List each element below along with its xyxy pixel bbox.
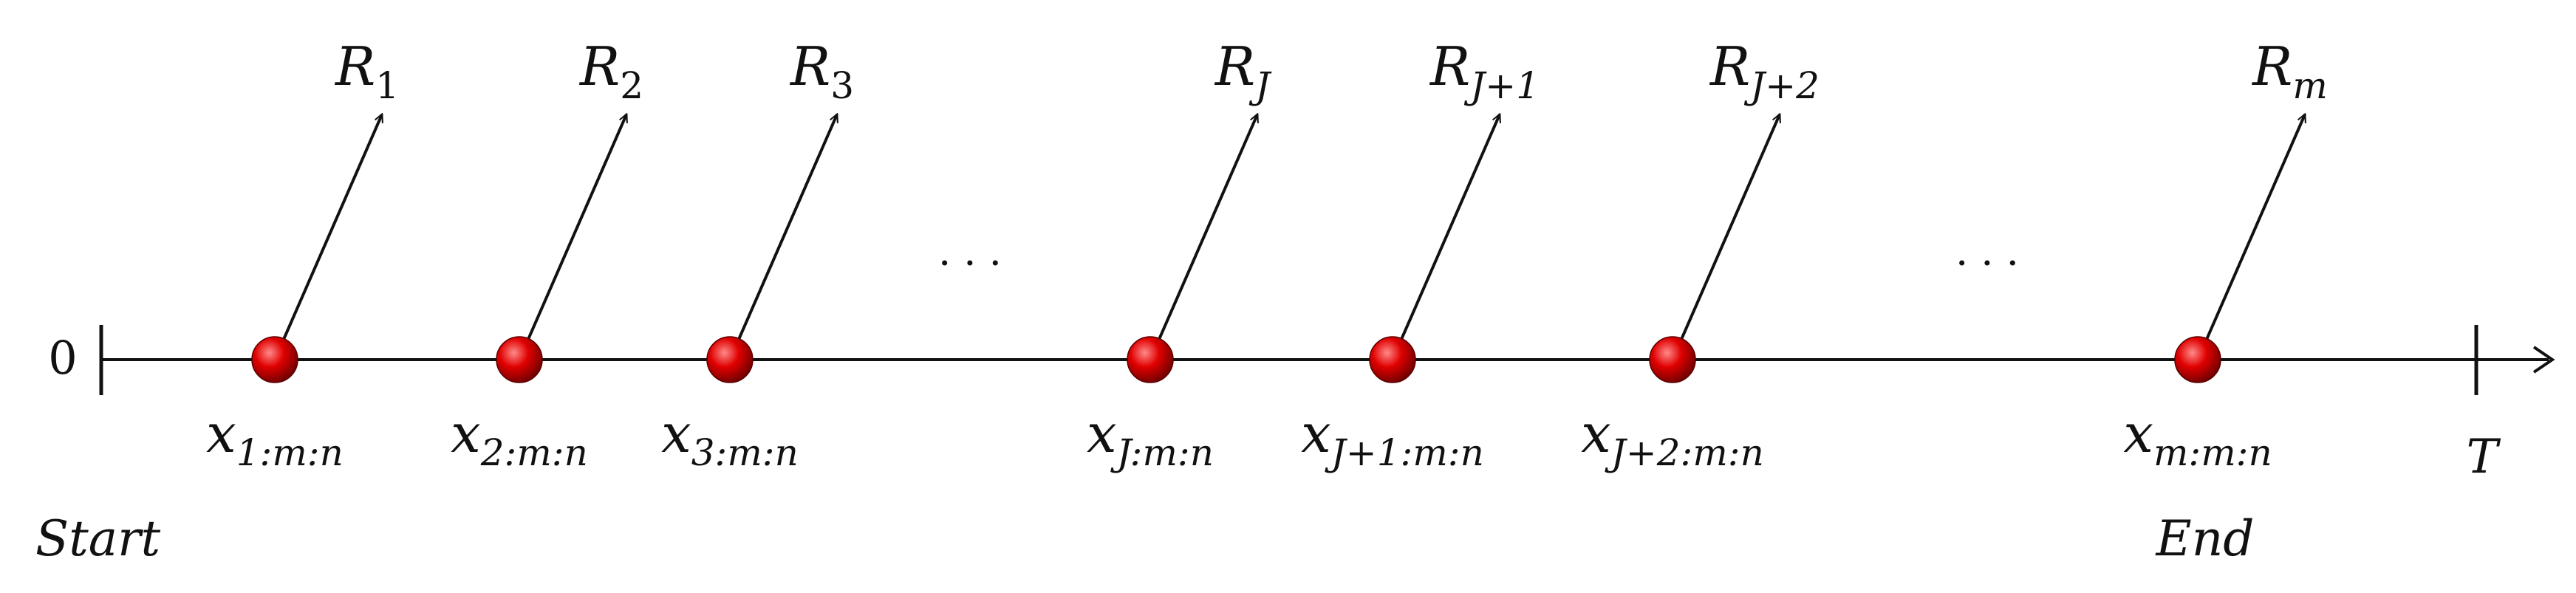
- axis-arrowhead: [2532, 346, 2555, 374]
- order-statistic-label: x2:m:n: [451, 402, 588, 474]
- removal-label: RJ: [1214, 35, 1272, 107]
- failure-ball: [496, 336, 543, 383]
- failure-ball: [2174, 336, 2221, 383]
- removal-arrow: [728, 114, 837, 360]
- removal-arrow: [1149, 114, 1257, 360]
- order-statistic-label: x1:m:n: [206, 402, 344, 474]
- removal-label: Rm: [2251, 35, 2328, 107]
- removal-arrow: [2196, 114, 2305, 360]
- order-statistic-label: xJ+2:m:n: [1581, 402, 1764, 474]
- failure-point-4: RJ xJ:m:n: [1087, 35, 1272, 474]
- failure-point-7: Rm xm:m:n: [2123, 35, 2327, 474]
- failure-ball: [1649, 336, 1696, 383]
- removal-arrow: [1391, 114, 1500, 360]
- failure-ball: [251, 336, 298, 383]
- removal-label: R1: [334, 35, 399, 107]
- removal-arrow: [518, 114, 626, 360]
- removal-label: R2: [578, 35, 643, 107]
- origin-label: 0: [48, 331, 77, 385]
- start-caption: Start: [35, 510, 161, 567]
- order-statistic-label: xm:m:n: [2123, 402, 2272, 474]
- removal-label: RJ+2: [1709, 35, 1820, 107]
- ellipsis-middle: · · ·: [938, 240, 1002, 287]
- end-caption: End: [2156, 510, 2255, 567]
- order-statistic-label: xJ:m:n: [1087, 402, 1214, 474]
- removal-arrow: [1671, 114, 1780, 360]
- order-statistic-label: x3:m:n: [661, 402, 799, 474]
- failure-ball: [1127, 336, 1174, 383]
- failure-point-6: RJ+2 xJ+2:m:n: [1581, 35, 1820, 474]
- removal-label: RJ+1: [1429, 35, 1540, 107]
- failure-point-1: R1 x1:m:n: [206, 35, 399, 474]
- failure-point-5: RJ+1 xJ+1:m:n: [1301, 35, 1540, 474]
- removal-arrow: [273, 114, 382, 360]
- ellipsis-right: · · ·: [1955, 240, 2019, 287]
- failure-point-3: R3 x3:m:n: [661, 35, 854, 474]
- order-statistic-label: xJ+1:m:n: [1301, 402, 1484, 474]
- failure-point-2: R2 x2:m:n: [451, 35, 643, 474]
- removal-label: R3: [789, 35, 854, 107]
- points-layer: R1 x1:m:n R2 x2:m:n R3 x3:m:n RJ xJ:m:n RJ+1 xJ+1…: [206, 35, 2328, 474]
- failure-ball: [706, 336, 754, 383]
- end-time-label: T: [2467, 430, 2501, 484]
- failure-ball: [1369, 336, 1416, 383]
